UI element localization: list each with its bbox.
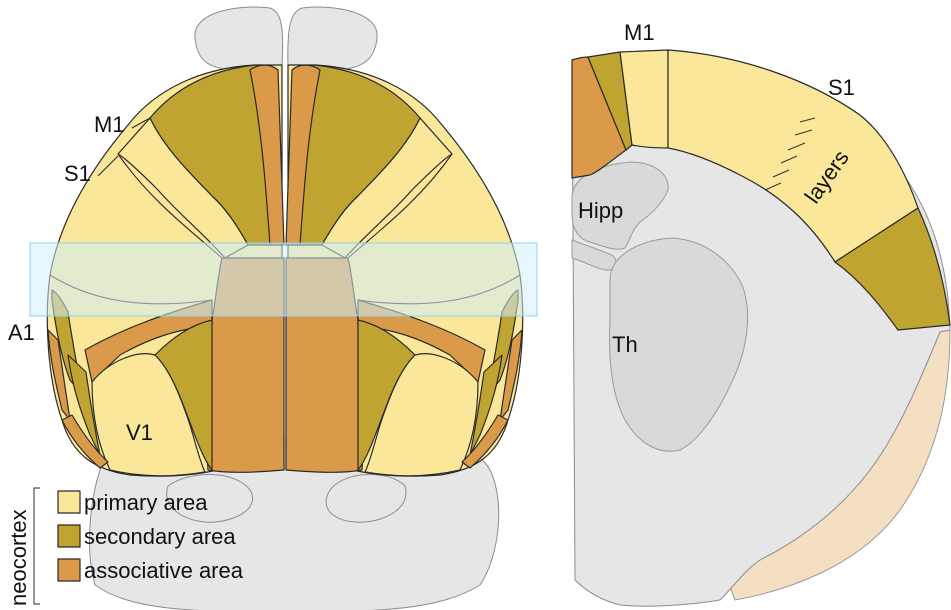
legend-swatch-associative [58, 559, 80, 581]
legend-label-secondary: secondary area [84, 524, 236, 549]
label-a1-dorsal: A1 [8, 320, 35, 345]
coronal-section: M1 S1 layers Hipp Th [572, 20, 950, 606]
label-hippocampus: Hipp [578, 198, 623, 223]
label-thalamus: Th [612, 332, 638, 357]
legend-swatch-primary [58, 491, 80, 513]
dorsal-view: M1 S1 A1 V1 [8, 7, 537, 610]
olfactory-bulb-right [288, 7, 377, 70]
label-s1-coronal: S1 [828, 75, 855, 100]
legend-group-label: neocortex [6, 509, 31, 606]
legend-label-associative: associative area [84, 558, 244, 583]
olfactory-bulb-left [195, 7, 283, 70]
label-v1-dorsal: V1 [126, 420, 153, 445]
label-m1-dorsal: M1 [94, 112, 125, 137]
label-m1-coronal: M1 [624, 20, 655, 45]
legend-label-primary: primary area [84, 490, 208, 515]
legend-bracket [34, 488, 40, 604]
legend-swatch-secondary [58, 525, 80, 547]
coronal-section-plane [30, 243, 537, 316]
label-s1-dorsal: S1 [64, 161, 91, 186]
